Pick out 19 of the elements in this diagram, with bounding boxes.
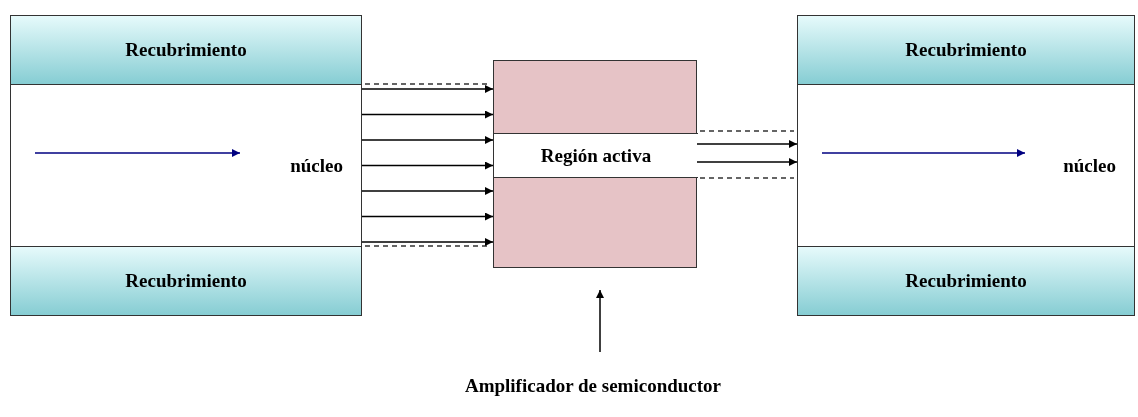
cladding-band: Recubrimiento <box>797 246 1135 316</box>
cladding-band: Recubrimiento <box>797 15 1135 85</box>
arrow <box>361 212 494 221</box>
amplifier-box <box>493 60 697 268</box>
arrow <box>696 158 798 166</box>
arrow <box>361 136 494 144</box>
amplifier-label: Amplificador de semiconductor <box>443 358 743 414</box>
core-region: núcleo <box>797 85 1135 246</box>
cladding-band: Recubrimiento <box>10 246 362 316</box>
arrow <box>696 140 798 148</box>
pointer-arrow <box>596 289 604 353</box>
arrow <box>361 110 494 119</box>
arrow <box>361 161 494 170</box>
cladding-band: Recubrimiento <box>10 15 362 85</box>
arrow <box>361 85 494 93</box>
active-region: Región activa <box>494 133 698 178</box>
core-region: núcleo <box>10 85 362 246</box>
arrow <box>361 238 494 246</box>
arrow <box>361 187 494 195</box>
